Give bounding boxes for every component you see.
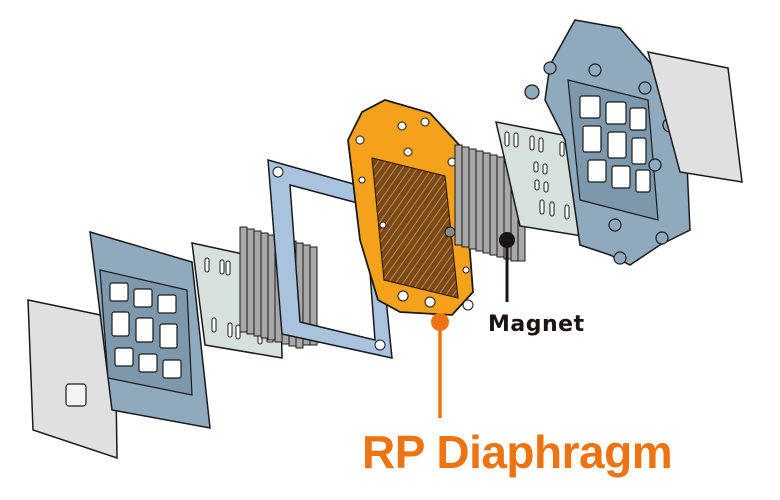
cover-window bbox=[65, 383, 87, 407]
magnet-callout bbox=[499, 232, 515, 302]
front-gasket bbox=[267, 158, 393, 359]
diaphragm-coil bbox=[371, 157, 459, 299]
rear-cover-sheet bbox=[646, 51, 743, 183]
diaphragm-callout bbox=[431, 313, 449, 418]
rp-diaphragm bbox=[347, 99, 474, 316]
front-cover-sheet bbox=[27, 299, 118, 460]
rp-diaphragm-label: RP Diaphragm bbox=[362, 426, 673, 478]
magnet-label: Magnet bbox=[488, 312, 585, 337]
front-frame bbox=[89, 230, 211, 429]
rear-perforated-plate bbox=[495, 121, 583, 237]
